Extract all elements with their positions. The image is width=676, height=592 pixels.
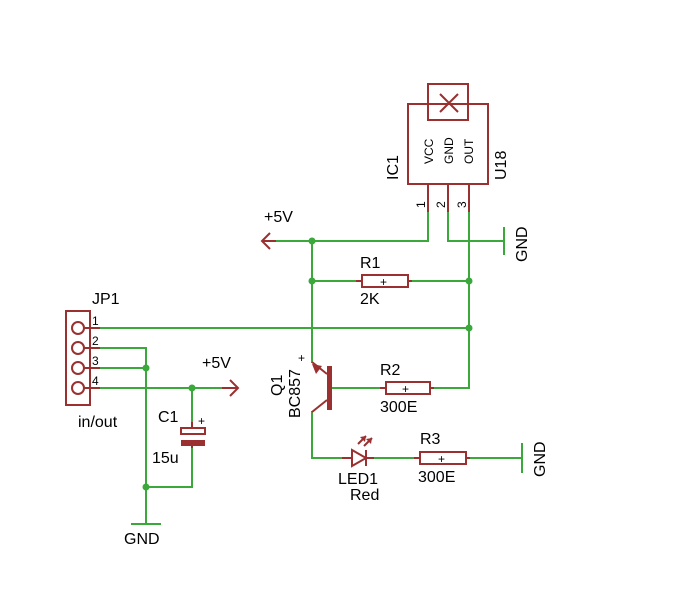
vcc-symbol-mid: +5V [202,355,240,397]
ic1-pin2-number: 2 [434,201,448,208]
gnd-symbol-bottom: GND [124,523,161,548]
r3-plus: + [438,452,445,466]
c1-plate-bottom [181,440,205,446]
jp1-pin2-label: 2 [92,334,99,348]
resistor-r1: + R1 2K [356,255,412,308]
c1-label: C1 [158,409,179,426]
q1-emitter-arrow [312,364,322,374]
r2-value: 300E [380,399,417,416]
gnd-symbol-ic: GND [503,226,531,262]
vcc-symbol-top: +5V [260,209,293,250]
c1-value: 15u [152,450,179,467]
resistor-r3: + R3 300E [414,431,470,486]
jp1-pin1-label: 1 [92,314,99,328]
r3-label: R3 [420,431,441,448]
led-led1: LED1 Red [338,435,379,504]
junction [308,237,316,245]
ic1-gnd-label: GND [442,137,456,164]
jp1-pin-circle [71,381,85,395]
ic1-value: U18 [493,151,510,180]
ic1-pin3-number: 3 [455,201,469,208]
gnd-r3-label: GND [532,441,549,477]
jp1-pin3-label: 3 [92,354,99,368]
junction [188,384,196,392]
ic1-pin1-number: 1 [414,201,428,208]
r2-plus: + [402,382,409,396]
q1-plus: + [298,351,305,365]
junction [142,483,150,491]
q1-collector [311,399,328,413]
jp1-pin4-label: 4 [92,374,99,388]
ic1-out-label: OUT [462,138,476,164]
r1-label: R1 [360,255,381,272]
vcc-top-label: +5V [264,209,293,226]
jp1-body [65,310,91,406]
jp1-pin-circle [71,321,85,335]
wires [97,211,523,525]
junction [142,364,150,372]
resistor-r2: + R2 300E [380,362,434,416]
q1-value: BC857 [287,369,304,418]
junction [308,277,316,285]
r2-label: R2 [380,362,401,379]
vcc-mid-label: +5V [202,355,231,372]
q1-label: Q1 [269,375,286,396]
jp1-connector: JP1 in/out 1 2 3 4 [65,291,120,431]
ic1-regulator: VCC GND OUT 1 2 3 IC1 U18 [385,83,510,212]
led1-value: Red [350,487,379,504]
q1-base-bar [327,366,332,410]
capacitor-c1: + C1 15u [152,409,206,467]
led1-triangle [351,448,369,468]
transistor-q1: Q1 BC857 + [269,351,332,418]
jp1-label: JP1 [92,291,120,308]
ic1-label: IC1 [385,155,402,180]
jp1-pin-circle [71,341,85,355]
junction [465,277,473,285]
c1-plate-top [180,427,206,435]
junctions [142,237,473,491]
ic1-tab [427,83,469,121]
gnd-bottom-label: GND [124,531,160,548]
ic1-vcc-label: VCC [422,138,436,164]
junction [465,324,473,332]
r1-value: 2K [360,291,380,308]
gnd-ic-label: GND [514,226,531,262]
r1-plus: + [380,275,387,289]
jp1-sub-label: in/out [78,414,118,431]
jp1-pin-circle [71,361,85,375]
r3-value: 300E [418,469,455,486]
led1-label: LED1 [338,471,378,488]
c1-plus-label: + [198,414,205,428]
gnd-symbol-r3: GND [521,441,549,477]
